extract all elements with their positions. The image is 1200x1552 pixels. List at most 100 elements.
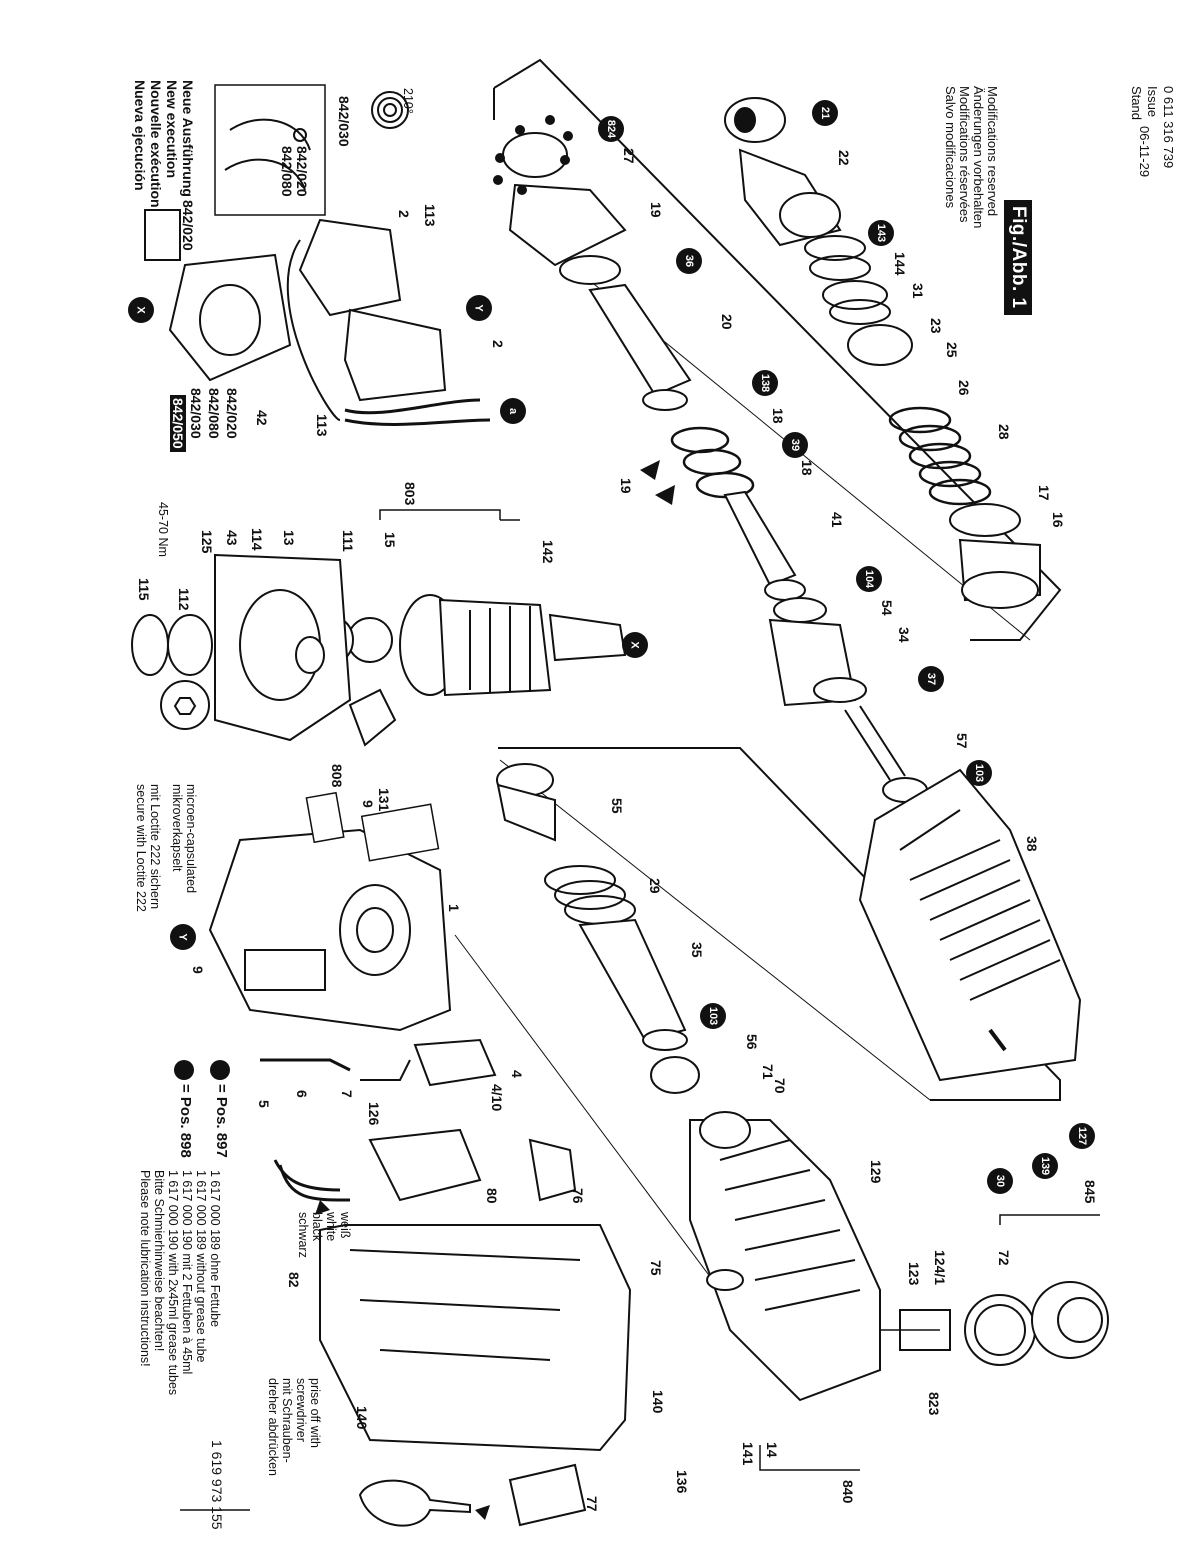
part-cap-22 (724, 97, 842, 247)
label-136: 136 (674, 1470, 690, 1494)
spring-spiral (371, 91, 409, 129)
label-112: 112 (176, 588, 192, 611)
label-19-mid: 19 (618, 478, 634, 494)
cover-77 (358, 1463, 587, 1527)
label-803: 803 (402, 482, 418, 506)
prise-off-1: prise off with (308, 1378, 322, 1448)
wire-black-1: black (310, 1212, 324, 1242)
armature-803 (316, 594, 627, 697)
label-20: 20 (719, 314, 735, 330)
label-9-top: 9 (360, 800, 376, 808)
label-28: 28 (996, 424, 1012, 440)
group-42-item-2: 842/080 (206, 388, 222, 439)
grease-line-2: 1 617 000 189 without grease tube (194, 1170, 208, 1363)
modifications-line-3: Modifications réservées (957, 86, 972, 223)
label-29: 29 (647, 878, 663, 894)
bullet-pos-897 (210, 1060, 230, 1080)
spring-28 (888, 406, 992, 506)
label-2-bottom: 2 (490, 340, 506, 348)
callout-138: 138 (752, 370, 778, 396)
bearing-54 (768, 618, 867, 707)
label-38: 38 (1024, 836, 1040, 852)
label-123: 123 (906, 1262, 922, 1286)
brush-holder-42 (144, 209, 292, 382)
torque-spec: 45-70 Nm (156, 502, 170, 557)
label-56: 56 (744, 1034, 760, 1050)
label-72: 72 (996, 1250, 1012, 1266)
legend-loctite-1: mit Loctite 222 sichern (148, 784, 162, 910)
spindle-20 (588, 283, 692, 411)
label-7: 7 (339, 1090, 355, 1098)
wire-black-2: schwarz (296, 1212, 310, 1258)
label-23: 23 (928, 318, 944, 334)
gear-72 (899, 1281, 1109, 1366)
part-80 (368, 1128, 482, 1202)
inset-angle: 210° (401, 88, 415, 114)
label-114: 114 (249, 528, 265, 551)
label-823: 823 (926, 1392, 942, 1416)
callout-103-upper: 103 (966, 760, 992, 786)
label-808 (305, 791, 345, 844)
switch-4 (260, 1038, 497, 1087)
inset-label-842-080: 842/080 (279, 146, 295, 197)
label-27: 27 (621, 148, 637, 164)
label-808: 808 (329, 764, 345, 788)
housing-1 (208, 828, 452, 1032)
modifications-line-1: Modifications reserved (985, 86, 1000, 217)
label-35: 35 (689, 942, 705, 958)
grease-line-5: Bitte Schmierhinweise beachten! (152, 1170, 166, 1352)
callout-139: 139 (1032, 1153, 1058, 1179)
group-42-item-1: 842/020 (224, 388, 240, 439)
callout-103-lower: 103 (700, 1003, 726, 1029)
label-2-top: 2 (396, 210, 412, 218)
wire-white-1: weiß (338, 1212, 352, 1239)
stand-label: Stand (1129, 86, 1144, 120)
label-55: 55 (609, 798, 625, 814)
striker-41 (723, 490, 827, 623)
modifications-line-4: Salvo modificaciones (943, 86, 958, 209)
grease-line-6: Please note lubrication instructions! (138, 1170, 152, 1367)
callout-127: 127 (1069, 1123, 1095, 1149)
label-141: 141 (740, 1442, 756, 1466)
new-version-line-4: Nueva ejecución (132, 80, 148, 191)
label-17: 17 (1036, 485, 1052, 501)
label-142: 142 (540, 540, 556, 564)
label-41: 41 (829, 512, 845, 528)
label-19-top: 19 (648, 202, 664, 218)
label-80: 80 (484, 1188, 500, 1204)
issue-label: Issue (1145, 86, 1160, 118)
label-113-top: 113 (422, 204, 438, 227)
figure-title: Fig./Abb. 1 (1004, 200, 1032, 315)
callout-a-motor: a (500, 398, 526, 424)
callout-30: 30 (987, 1168, 1013, 1194)
detail-inset-frame (214, 84, 326, 216)
callout-21: 21 (812, 100, 838, 126)
label-4-10: 4/10 (489, 1084, 505, 1112)
label-1: 1 (446, 904, 462, 912)
prise-off-2: screwdriver (294, 1378, 308, 1442)
legend-microencapsulated-2: mikroverkapselt (170, 784, 184, 872)
part-76 (528, 1138, 577, 1202)
group-42-item-3: 842/030 (188, 388, 204, 439)
label-25: 25 (944, 342, 960, 358)
part-number: 0 611 316 739 (1161, 86, 1176, 169)
new-version-line-2: New execution (164, 80, 180, 179)
label-5: 5 (256, 1100, 272, 1108)
callout-Y-motor: Y (466, 295, 492, 321)
label-70: 70 (772, 1078, 788, 1094)
label-131: 131 (376, 788, 392, 812)
bullet-pos-898 (174, 1060, 194, 1080)
footer-number: 1 619 973 155 (209, 1440, 225, 1530)
label-82: 82 (286, 1272, 302, 1288)
gear-housing-38 (858, 768, 1082, 1082)
label-14: 14 (764, 1442, 780, 1458)
issue-date: 06-11-29 (1137, 126, 1152, 178)
label-34: 34 (896, 627, 912, 643)
new-version-part: 842/020 (180, 200, 196, 251)
callout-36: 36 (676, 248, 702, 274)
lower-group-frame (498, 747, 1061, 1101)
handle-75 (319, 1224, 632, 1452)
label-4: 4 (509, 1070, 525, 1078)
grease-line-3: 1 617 000 190 mit 2 Fettuben à 45ml (180, 1170, 194, 1375)
